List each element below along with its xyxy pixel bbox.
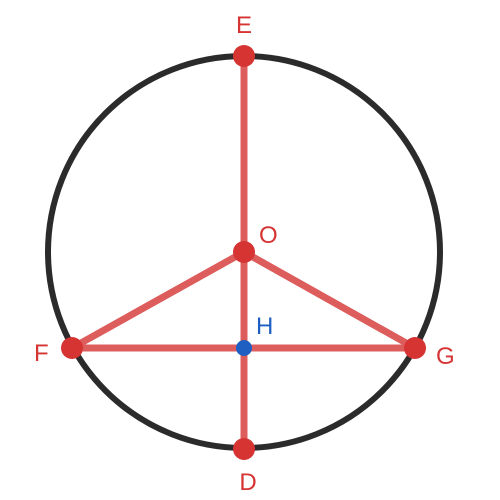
point-F xyxy=(61,337,83,359)
point-O xyxy=(233,241,255,263)
point-G xyxy=(404,337,426,359)
label-D: D xyxy=(239,469,256,496)
point-E xyxy=(233,45,255,67)
point-H xyxy=(236,340,252,356)
label-H: H xyxy=(256,313,273,340)
label-F: F xyxy=(34,340,49,367)
label-O: O xyxy=(259,222,278,249)
label-E: E xyxy=(236,12,252,39)
segment-OG xyxy=(240,248,419,352)
point-D xyxy=(233,438,255,460)
segment-OF xyxy=(68,248,248,352)
label-G: G xyxy=(436,343,455,370)
